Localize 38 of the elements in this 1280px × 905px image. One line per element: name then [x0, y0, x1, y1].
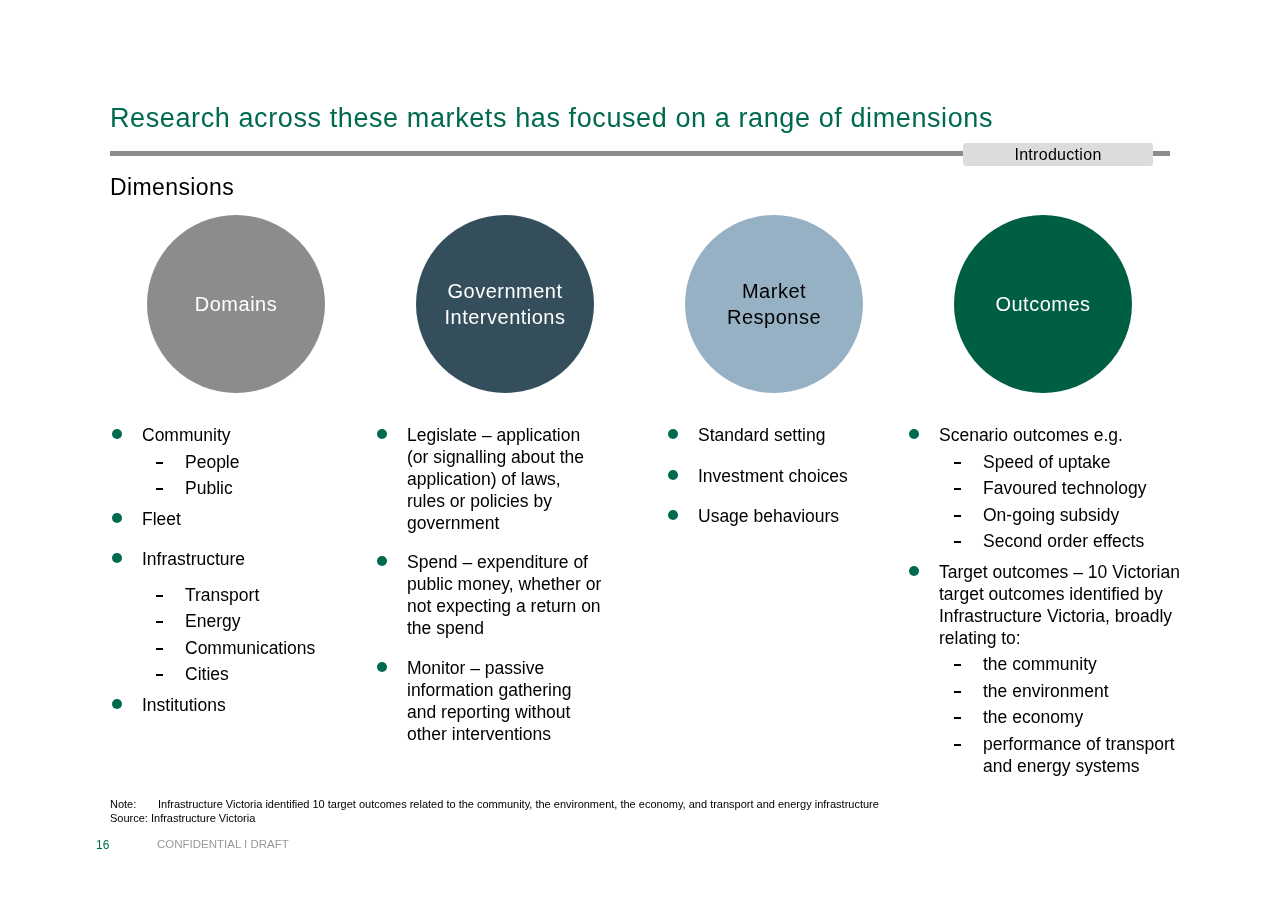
list-item: performance of transport and energy systems — [983, 733, 1176, 777]
list-item: Energy — [185, 610, 242, 632]
list-item: the environment — [983, 680, 1110, 702]
list-item: Institutions — [142, 694, 227, 716]
list-item: Fleet — [142, 508, 182, 530]
list-item: Favoured technology — [983, 477, 1148, 499]
list-item: Investment choices — [698, 465, 849, 487]
list-item: the economy — [983, 706, 1085, 728]
list-item: On-going subsidy — [983, 504, 1121, 526]
circle-label: Domains — [193, 292, 279, 317]
slide-title: Research across these markets has focused on a range of dimensions — [110, 103, 994, 134]
footer-text: CONFIDENTIAL I DRAFT — [157, 838, 289, 850]
list-item: Communications — [185, 637, 317, 659]
list-item: Usage behaviours — [698, 505, 841, 527]
page-number: 16 — [96, 838, 110, 852]
circle-label: Government Interventions — [443, 279, 567, 330]
list-item: Community — [142, 424, 232, 446]
footnote-text: Source: Infrastructure Victoria — [110, 811, 256, 825]
section-heading: Dimensions — [110, 174, 235, 201]
list-item: Speed of uptake — [983, 451, 1112, 473]
circle-label: Market Response — [725, 279, 823, 330]
list-item: Public — [185, 477, 234, 499]
list-item: Second order effects — [983, 530, 1146, 552]
circle-label: Outcomes — [994, 292, 1092, 317]
list-item: Monitor – passive information gathering and reporting without other interventions — [407, 657, 573, 745]
list-item: Legislate – application (or signalling about the application) of laws, rules or policies by government — [407, 424, 586, 534]
list-item: Spend – expenditure of public money, whether or not expecting a return on the spend — [407, 551, 602, 639]
list-item: Transport — [185, 584, 261, 606]
list-item: Infrastructure — [142, 548, 247, 570]
list-item: Scenario outcomes e.g. — [939, 424, 1124, 446]
list-item: Cities — [185, 663, 230, 685]
footnote-text: Infrastructure Victoria identified 10 target outcomes related to the community, the environment, the economy, and transport and energy infrastructure — [158, 797, 879, 811]
section-tab: Introduction — [963, 143, 1153, 166]
footnote-text: Note: — [110, 797, 137, 811]
list-item: Standard setting — [698, 424, 827, 446]
list-item: People — [185, 451, 241, 473]
list-item: Target outcomes – 10 Victorian target outcomes identified by Infrastructure Victoria, broadly relating to: — [939, 561, 1181, 649]
list-item: the community — [983, 653, 1098, 675]
